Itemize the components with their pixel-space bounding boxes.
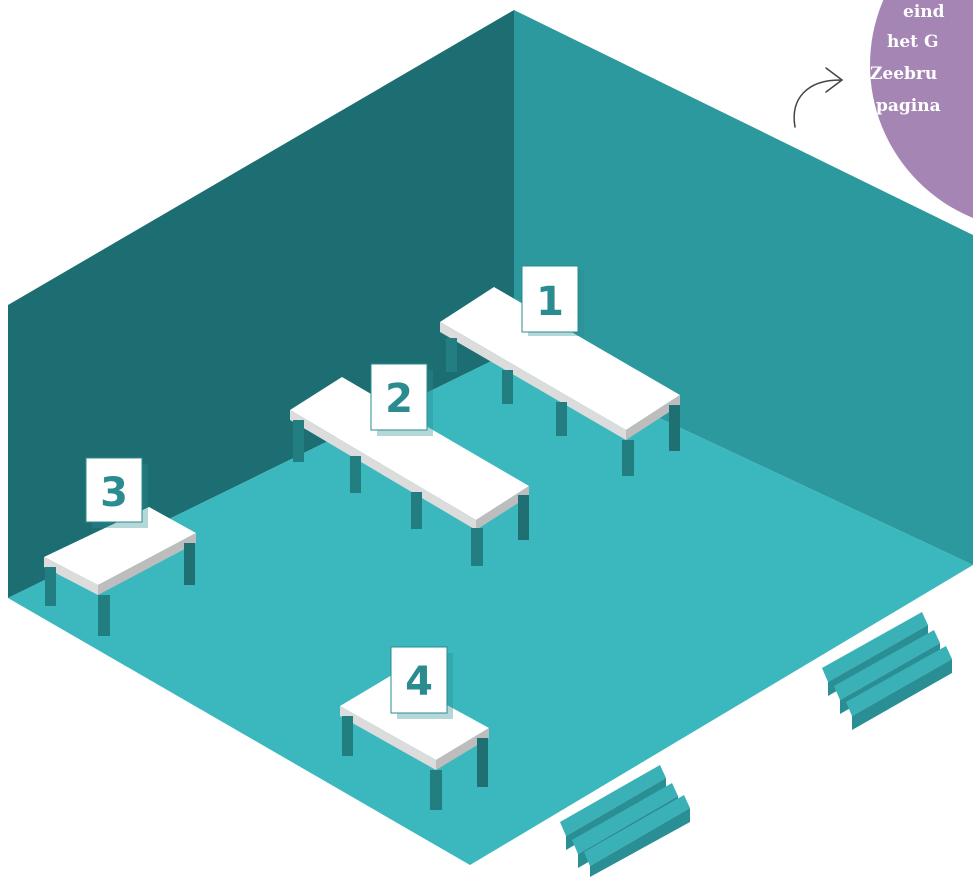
table-1-label: 1 (536, 279, 564, 325)
callout-line-2: het G (887, 32, 938, 52)
table-4-label: 4 (405, 659, 433, 705)
callout-line-1: eind (903, 2, 945, 22)
table-2-label: 2 (385, 376, 413, 422)
table-3-label: 3 (100, 470, 128, 516)
curved-arrow-icon (794, 68, 842, 127)
callout-line-4: pagina (876, 96, 941, 116)
callout-line-3: Zeebru (870, 64, 937, 84)
